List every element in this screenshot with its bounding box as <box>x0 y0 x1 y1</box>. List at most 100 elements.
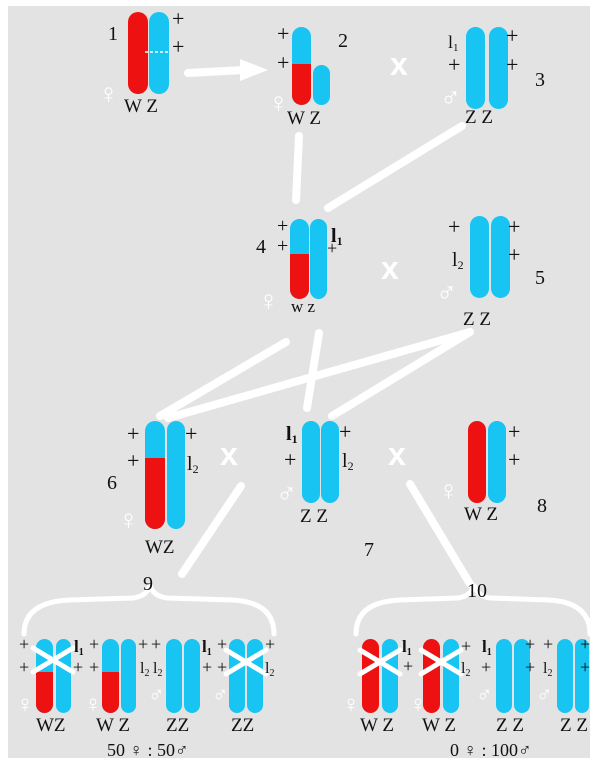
l1-label-4: l1 <box>331 225 343 248</box>
g10-plus-4a: + <box>543 634 553 654</box>
plus-1a: + <box>172 6 184 31</box>
g9-plus-3a: + <box>151 634 161 654</box>
g10-plus-3a: + <box>481 657 491 677</box>
translocated-w-chromosome-4 <box>290 219 309 299</box>
cross-symbol-4x5: x <box>381 250 399 286</box>
short-z-chromosome-2 <box>313 65 330 105</box>
g9-plus-4a: + <box>202 657 212 677</box>
female-symbol-1: ♀ <box>98 79 119 110</box>
line-3-to-4 <box>324 122 466 212</box>
plus-4b: + <box>277 235 288 257</box>
chrom-labels-3: Z Z <box>465 107 493 128</box>
g10-plus-3b: + <box>525 634 535 654</box>
g9-z-chromosome-3a <box>166 639 182 713</box>
g10-female-1: ♀ <box>342 692 360 718</box>
plus-4a: + <box>277 215 288 237</box>
g9-plus-1a: + <box>19 634 29 654</box>
g9-l2-2: l2 <box>140 660 149 679</box>
g9-plus-2b: + <box>89 657 99 677</box>
g9-z-chromosome-2 <box>121 639 136 713</box>
chrom-labels-6: WZ <box>145 537 175 558</box>
brace-10 <box>353 583 593 637</box>
chrom-labels-1: W Z <box>124 96 158 117</box>
z-chromosome-1 <box>149 12 169 94</box>
plus-6b: + <box>127 448 139 473</box>
g10-z-chromosome-3a <box>496 639 512 713</box>
chrom-labels-5: Z Z <box>463 309 491 330</box>
plus-8b: + <box>508 447 520 472</box>
z-chromosome-5b <box>491 216 510 298</box>
panel-number-3: 3 <box>535 69 545 91</box>
g10-male-3: ♂ <box>476 682 493 707</box>
g10-plus-4b: + <box>580 634 590 654</box>
l2-label-7: l2 <box>342 450 354 473</box>
g10-z-chromosome-3b <box>514 639 530 713</box>
plus-1b: + <box>172 34 184 59</box>
plus-3a: + <box>448 52 460 77</box>
w-chromosome-8 <box>468 421 486 503</box>
z-chromosome-3a <box>466 27 485 109</box>
plus-4c: + <box>327 238 337 258</box>
line-5-to-7 <box>328 328 474 420</box>
z-chromosome-8 <box>488 421 506 503</box>
line-4-to-6 <box>156 338 290 420</box>
arrow-1-to-2 <box>184 59 268 81</box>
l2-label-5: l2 <box>452 249 464 272</box>
g9-female-1: ♀ <box>16 692 34 718</box>
z-chromosome-7a <box>302 421 320 503</box>
plus-3b: + <box>506 23 518 48</box>
g9-ratio: 50 ♀ : 50♂ <box>107 740 189 760</box>
line-2-to-4 <box>292 132 303 204</box>
male-symbol-7: ♂ <box>276 479 297 510</box>
plus-6a: + <box>127 421 139 446</box>
cross-symbol-2x3: x <box>390 46 408 82</box>
plus-5c: + <box>508 242 520 267</box>
l2-label-6: l2 <box>187 453 199 476</box>
cross-symbol-7x8: x <box>388 436 406 472</box>
plus-3c: + <box>506 52 518 77</box>
line-6x7-to-9 <box>178 482 245 578</box>
g9-label-2: W Z <box>96 715 130 736</box>
g10-plus-4c: + <box>580 657 590 677</box>
plus-8a: + <box>508 419 520 444</box>
chromosomes <box>30 12 589 713</box>
g9-plus-1b: + <box>19 657 29 677</box>
g10-cross-out-2 <box>418 647 464 677</box>
panel-number-8: 8 <box>537 495 547 517</box>
female-symbol-4: ♀ <box>258 286 279 317</box>
g9-z-chromosome-4b <box>247 639 263 713</box>
line-4-to-7 <box>303 329 323 412</box>
plus-7b: + <box>339 419 351 444</box>
g10-male-4: ♂ <box>536 682 553 707</box>
chrom-labels-7: Z Z <box>300 506 328 527</box>
male-symbol-3: ♂ <box>440 83 461 114</box>
g9-female-2: ♀ <box>84 692 102 718</box>
g10-label-4: Z Z <box>560 715 588 736</box>
plus-2a: + <box>277 21 289 46</box>
panel-number-2: 2 <box>338 30 348 52</box>
g10-label-1: W Z <box>360 715 394 736</box>
g9-cross-out-4 <box>223 647 269 677</box>
cross-symbol-6x7: x <box>220 436 238 472</box>
l1-label-3: l1 <box>448 32 459 54</box>
g10-ratio: 0 ♀ : 100♂ <box>450 740 532 760</box>
panel-number-4: 4 <box>256 236 266 258</box>
chrom-labels-4: w z <box>291 297 316 316</box>
chrom-labels-2: W Z <box>287 108 321 129</box>
g9-plus-4d: + <box>265 634 275 654</box>
plus-5a: + <box>448 214 460 239</box>
g9-l2-4: l2 <box>265 660 274 679</box>
g9-cross-out-1 <box>30 645 76 675</box>
translocated-w-chromosome-6 <box>145 421 165 529</box>
connector-lines <box>21 122 593 637</box>
g9-label-3: ZZ <box>166 715 189 736</box>
group-number-10: 10 <box>467 580 487 602</box>
g9-male-4: ♂ <box>212 682 229 707</box>
plus-5b: + <box>508 214 520 239</box>
z-chromosome-5a <box>470 216 489 298</box>
g10-plus-3c: + <box>525 657 535 677</box>
plus-2b: + <box>277 50 289 75</box>
g10-l2-2: l2 <box>461 660 470 679</box>
plus-7a: + <box>284 447 296 472</box>
z-chromosome-7b <box>321 421 339 503</box>
